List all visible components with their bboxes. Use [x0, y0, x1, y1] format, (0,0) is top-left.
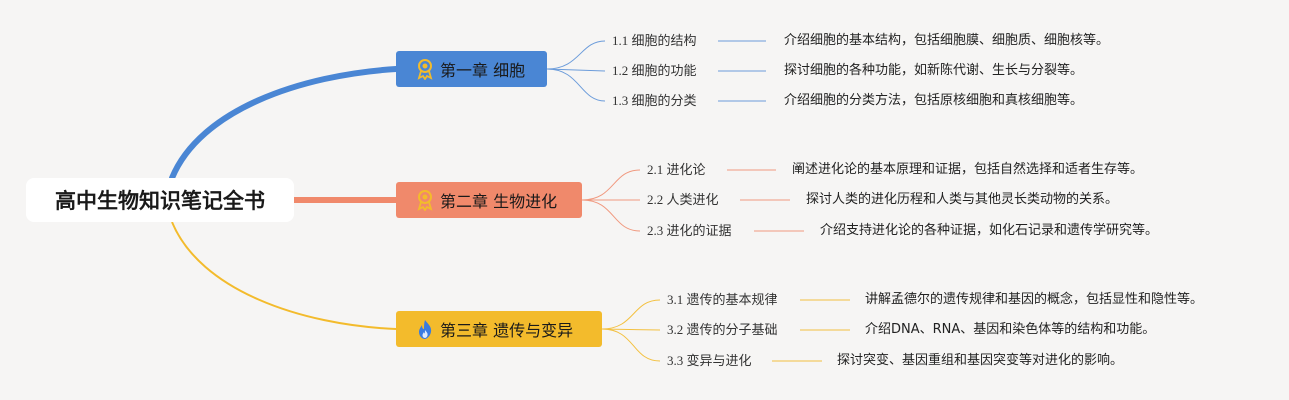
flame-icon — [414, 318, 436, 340]
root-link-chapter-3 — [171, 221, 397, 330]
section-2-3-label[interactable]: 2.3 进化的证据 — [647, 223, 732, 238]
chapter-3-branches — [601, 299, 850, 362]
section-2-1-desc[interactable]: 阐述进化论的基本原理和证据，包括自然选择和适者生存等。 — [792, 162, 1144, 177]
root-link-chapter-1 — [169, 66, 399, 181]
chapter-2-node[interactable]: 第二章 生物进化 — [396, 182, 582, 218]
award-ribbon-icon — [414, 189, 436, 211]
section-1-2-desc[interactable]: 探讨细胞的各种功能，如新陈代谢、生长与分裂等。 — [784, 63, 1084, 78]
section-1-1-label[interactable]: 1.1 细胞的结构 — [612, 33, 697, 48]
section-2-2-desc[interactable]: 探讨人类的进化历程和人类与其他灵长类动物的关系。 — [806, 192, 1119, 207]
section-2-2-label[interactable]: 2.2 人类进化 — [647, 192, 719, 207]
section-3-3-label[interactable]: 3.3 变异与进化 — [667, 353, 752, 368]
root-title: 高中生物知识笔记全书 — [55, 189, 265, 213]
section-3-1-label[interactable]: 3.1 遗传的基本规律 — [667, 292, 778, 307]
chapter-1-branches — [546, 40, 766, 102]
chapter-1-node[interactable]: 第一章 细胞 — [396, 51, 547, 87]
section-2-1-label[interactable]: 2.1 进化论 — [647, 162, 706, 177]
section-1-3-desc[interactable]: 介绍细胞的分类方法，包括原核细胞和真核细胞等。 — [784, 93, 1084, 108]
section-2-3-desc[interactable]: 介绍支持进化论的各种证据，如化石记录和遗传学研究等。 — [820, 223, 1159, 238]
section-1-3-label[interactable]: 1.3 细胞的分类 — [612, 93, 697, 108]
section-3-3-desc[interactable]: 探讨突变、基因重组和基因突变等对进化的影响。 — [837, 353, 1124, 368]
chapter-3-title: 第三章 遗传与变异 — [440, 321, 574, 340]
section-3-2-desc[interactable]: 介绍DNA、RNA、基因和染色体等的结构和功能。 — [865, 322, 1156, 337]
root-topic[interactable]: 高中生物知识笔记全书 — [26, 178, 294, 222]
section-3-1-desc[interactable]: 讲解孟德尔的遗传规律和基因的概念，包括显性和隐性等。 — [865, 292, 1204, 307]
chapter-2-title: 第二章 生物进化 — [440, 192, 558, 211]
section-1-2-label[interactable]: 1.2 细胞的功能 — [612, 63, 697, 78]
chapter-2-branches — [581, 169, 804, 232]
section-3-2-label[interactable]: 3.2 遗传的分子基础 — [667, 322, 778, 337]
chapter-3-node[interactable]: 第三章 遗传与变异 — [396, 311, 602, 347]
chapter-1-title: 第一章 细胞 — [440, 61, 526, 80]
section-1-1-desc[interactable]: 介绍细胞的基本结构，包括细胞膜、细胞质、细胞核等。 — [784, 33, 1110, 48]
award-ribbon-icon — [414, 58, 436, 80]
